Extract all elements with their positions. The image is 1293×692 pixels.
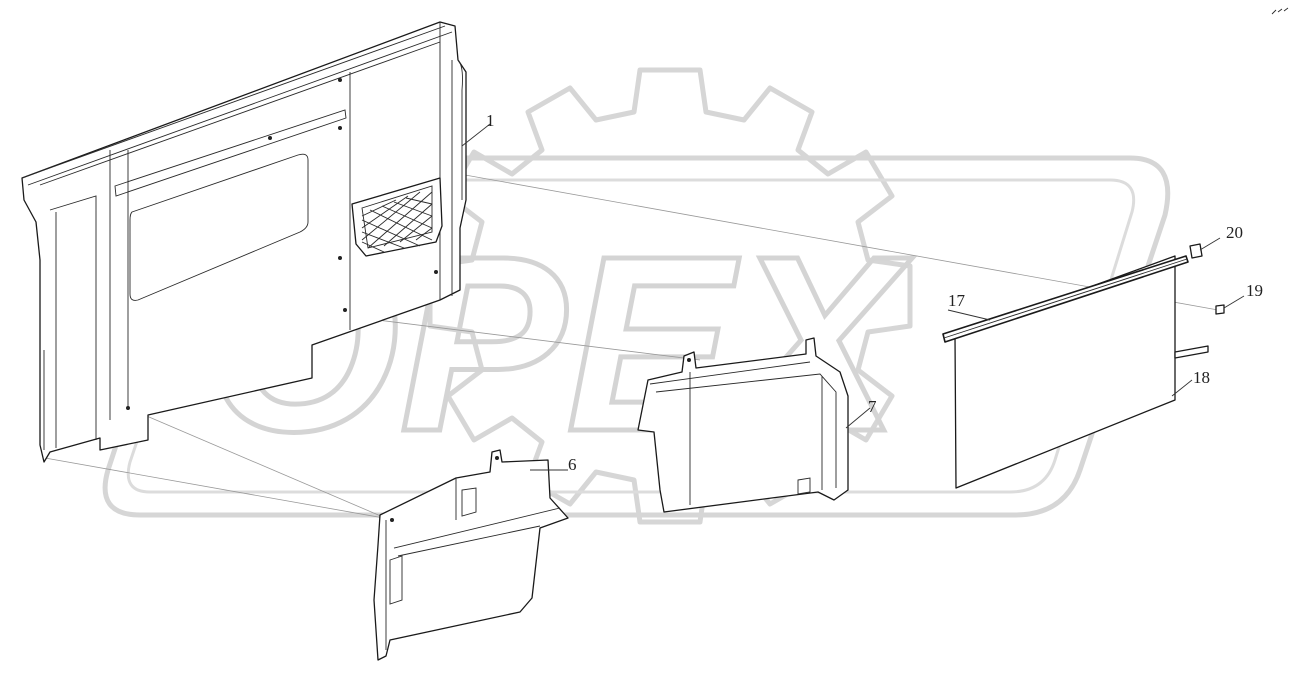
label-part-17: 17 bbox=[948, 291, 966, 310]
part-18-tab bbox=[1174, 345, 1209, 359]
fastener-hole bbox=[268, 136, 272, 140]
label-part-19: 19 bbox=[1246, 281, 1263, 300]
part-labels: 1 6 7 17 18 19 20 bbox=[486, 111, 1263, 474]
label-part-18: 18 bbox=[1193, 368, 1210, 387]
label-part-1: 1 bbox=[486, 111, 495, 130]
panel-outline bbox=[21, 21, 467, 463]
fastener-hole bbox=[338, 256, 342, 260]
clip-part-20 bbox=[1189, 243, 1203, 259]
label-part-6: 6 bbox=[568, 455, 577, 474]
center-trim-part-7 bbox=[637, 337, 849, 513]
part-17-outline bbox=[942, 255, 1189, 343]
corner-mark bbox=[1271, 7, 1289, 15]
label-part-7: 7 bbox=[868, 397, 877, 416]
fastener-hole bbox=[434, 270, 438, 274]
screw-part-19 bbox=[1215, 304, 1225, 315]
fastener-hole bbox=[126, 406, 130, 410]
lower-trim-part-6 bbox=[373, 449, 569, 661]
rear-panel-part-1 bbox=[21, 21, 467, 463]
panel-window-recess bbox=[129, 153, 309, 301]
part-7-outline bbox=[637, 337, 849, 513]
seal-strip-part-17 bbox=[942, 255, 1189, 343]
part-6-outline bbox=[373, 449, 569, 661]
fastener-hole bbox=[343, 308, 347, 312]
part-18-outline bbox=[954, 255, 1176, 489]
fastener-hole bbox=[338, 126, 342, 130]
fastener-hole bbox=[338, 78, 342, 82]
label-part-20: 20 bbox=[1226, 223, 1243, 242]
leader-lines bbox=[461, 123, 1245, 471]
storage-net bbox=[351, 177, 443, 257]
